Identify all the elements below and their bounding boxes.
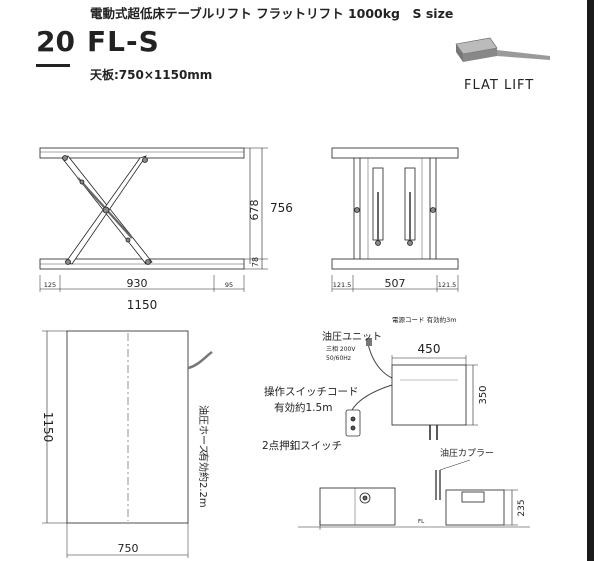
flat-lift-logo-icon [455,37,550,62]
hose-label: 油圧ホース [197,405,210,455]
front-dim-756: 756 [270,201,293,215]
page-number: 20 [36,25,75,58]
front-dim-125: 125 [44,281,56,289]
flat-lift-logo-text: FLAT LIFT [464,78,535,93]
power-spec-voltage: 三相 200V [326,345,356,353]
side-dim-121-5-right: 121.5 [438,281,457,289]
push-button-switch-label: 2点押釦スイッチ [262,439,342,452]
page-edge-bar [587,0,594,561]
top-dim-1150: 1150 [41,412,55,443]
front-dim-95: 95 [225,281,233,289]
hydraulic-unit-label: 油圧ユニット [322,330,382,343]
switch-cord-length: 有効約1.5m [274,401,332,414]
power-spec-frequency: 50/60Hz [326,355,351,362]
hydraulic-unit-drawing [298,338,530,530]
power-cord-label: 電源コード 有効約3m [392,315,457,324]
fl-mark: FL [418,519,425,525]
unit-dim-350: 350 [478,385,489,404]
front-view-drawing [39,147,268,292]
hydraulic-coupler-label: 油圧カプラー [440,447,494,459]
unit-dim-450: 450 [418,342,441,356]
top-dim-750: 750 [118,542,139,555]
front-dim-1150: 1150 [127,298,158,312]
front-dim-678: 678 [248,200,261,221]
front-dim-78: 78 [251,257,260,267]
hose-length: 有効約2.2m [197,452,210,508]
catalog-subtitle: 電動式超低床テーブルリフト フラットリフト 1000kg S size [90,6,454,21]
top-view-drawing [42,330,213,558]
side-dim-507: 507 [385,277,406,290]
unit-dim-235: 235 [517,499,527,516]
model-title: FL-S [87,25,160,58]
side-dim-121-5-left: 121.5 [333,281,352,289]
front-dim-930: 930 [127,277,148,290]
table-size: 天板:750×1150mm [90,68,213,82]
switch-cord-label: 操作スイッチコード [264,385,359,398]
side-view-drawing [331,147,459,292]
page-number-underline [36,64,70,67]
